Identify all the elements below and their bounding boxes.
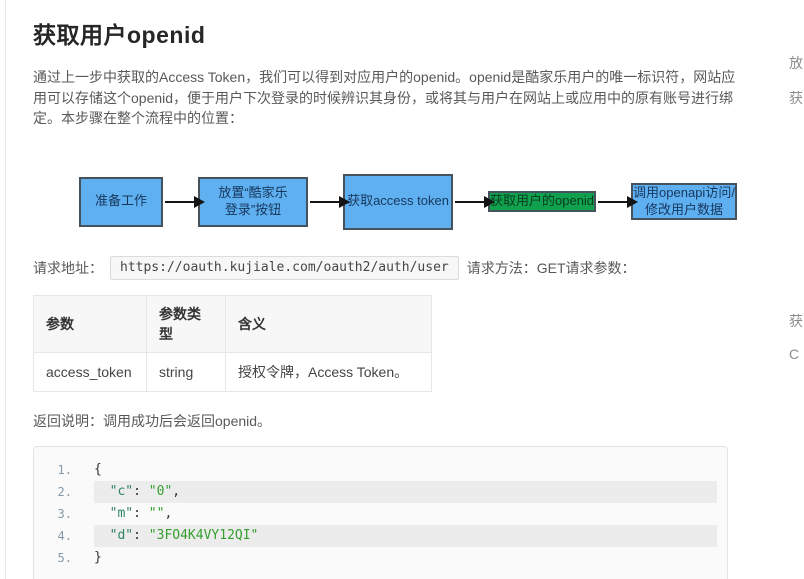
flow-arrow-icon: [165, 195, 205, 208]
request-line: 请求地址： https://oauth.kujiale.com/oauth2/a…: [33, 255, 735, 280]
code-token: [94, 528, 110, 543]
intro-paragraph: 通过上一步中获取的Access Token，我们可以得到对应用户的openid。…: [33, 69, 736, 126]
code-token: "m": [109, 505, 134, 521]
table-header-cell: 参数: [33, 294, 147, 353]
table-header-cell: 参数类型: [146, 294, 226, 353]
code-token: "3FO4K4VY12QI": [148, 527, 259, 543]
code-line: 3. "m": "",: [34, 503, 727, 525]
flow-arrow-icon: [310, 195, 350, 208]
code-block: 1.{2. "c": "0",3. "m": "",4. "d": "3FO4K…: [33, 445, 728, 579]
line-number: 2.: [57, 484, 72, 499]
code-token: "": [148, 505, 165, 521]
code-token: {: [94, 461, 102, 477]
toc-item-1[interactable]: 放: [789, 55, 803, 71]
line-number: 5.: [57, 550, 72, 565]
code-token: :: [133, 505, 149, 521]
content-left-border: [5, 0, 6, 579]
code-line-content: }: [94, 547, 717, 569]
code-line-content: "c": "0",: [94, 480, 717, 503]
code-token: :: [133, 527, 149, 543]
code-token: :: [133, 483, 149, 499]
code-token: ,: [164, 505, 173, 521]
code-line: 2. "c": "0",: [34, 480, 727, 503]
code-token: [94, 506, 110, 521]
request-url-code: https://oauth.kujiale.com/oauth2/auth/us…: [110, 255, 459, 280]
flow-step-4: 获取用户的openid: [488, 191, 597, 212]
table-cell: 授权令牌，Access Token。: [225, 351, 432, 392]
line-number: 4.: [57, 528, 72, 543]
request-method-label: 请求方法：GET请求参数：: [466, 259, 636, 276]
toc-item-3[interactable]: 获: [789, 313, 803, 329]
flow-step-3: 获取access token: [343, 173, 453, 230]
flow-step-1: 准备工作: [79, 176, 163, 227]
code-token: [94, 484, 110, 499]
code-token: "c": [109, 483, 134, 499]
code-line: 4. "d": "3FO4K4VY12QI": [34, 524, 727, 547]
table-header-row: 参数参数类型含义: [33, 294, 432, 353]
return-note: 返回说明：调用成功后会返回openid。: [33, 412, 272, 429]
flow-arrow-icon: [455, 195, 495, 208]
code-line: 5.}: [34, 547, 727, 569]
line-number: 3.: [57, 506, 72, 521]
page-title: 获取用户openid: [33, 22, 206, 48]
code-token: }: [94, 549, 102, 565]
flow-arrow-icon: [598, 195, 639, 208]
code-token: "d": [109, 527, 134, 543]
flow-step-5: 调用openapi访问/ 修改用户数据: [631, 183, 737, 220]
code-token: ,: [172, 483, 181, 499]
main-content: 获取用户openid 通过上一步中获取的Access Token，我们可以得到对…: [33, 0, 737, 579]
code-line-content: "m": "",: [94, 503, 717, 525]
code-line-content: "d": "3FO4K4VY12QI": [94, 524, 717, 547]
flow-diagram: 准备工作放置“酷家乐 登录”按钮获取access token 获取用户的openi…: [33, 173, 737, 230]
code-line-content: {: [94, 459, 717, 481]
request-address-label: 请求地址：: [33, 259, 103, 276]
params-table-head: 参数参数类型含义: [33, 294, 432, 353]
toc-item-4[interactable]: C: [789, 346, 800, 362]
flow-step-2: 放置“酷家乐 登录”按钮: [198, 176, 308, 227]
table-cell: string: [146, 351, 226, 392]
toc-item-2[interactable]: 获: [789, 90, 803, 106]
table-header-cell: 含义: [225, 294, 432, 353]
code-line: 1. {: [34, 459, 727, 481]
code-token: "0": [148, 483, 173, 499]
table-cell: access_token: [33, 351, 147, 392]
line-number: 1.: [57, 462, 72, 477]
